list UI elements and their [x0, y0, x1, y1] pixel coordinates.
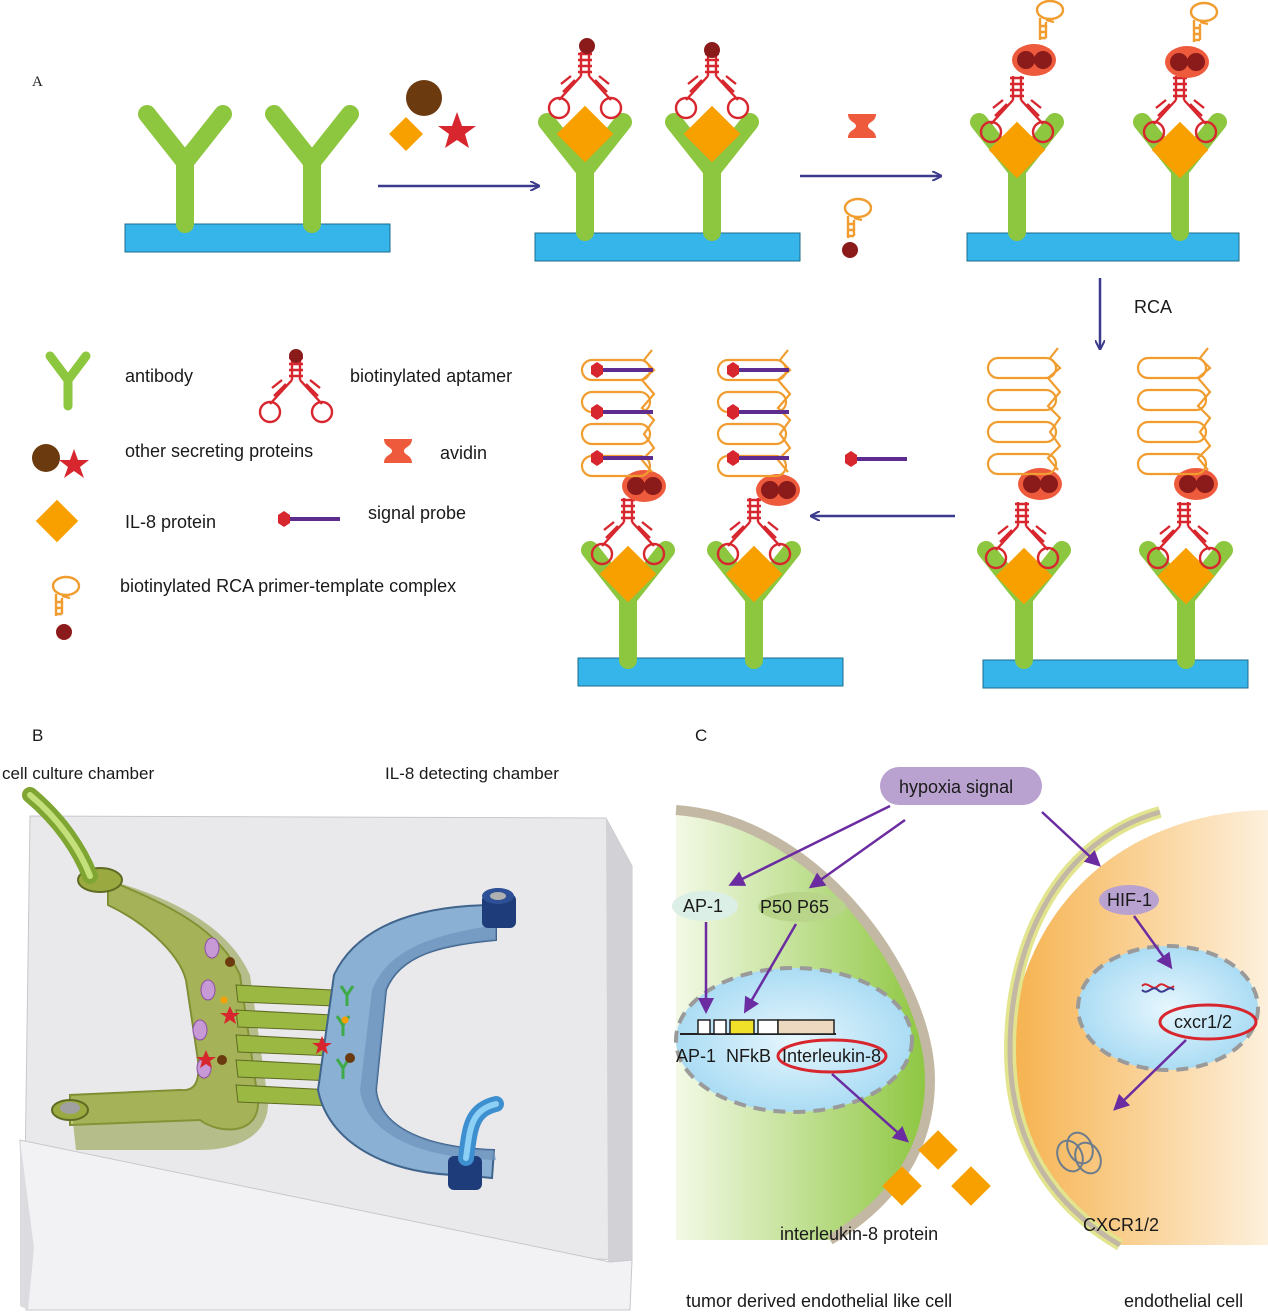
stage-2-il8-aptamer [534, 38, 801, 262]
legend-other-proteins: other secreting proteins [32, 441, 313, 478]
gene-nfkb-label: NFkB [726, 1046, 771, 1066]
il8-gene-highlight [776, 1038, 888, 1074]
legend-signal-probe: signal probe [276, 503, 466, 529]
legend-rca-complex: biotinylated RCA primer-template complex [51, 575, 456, 640]
gene-segments [680, 1019, 836, 1035]
legend-aptamer: biotinylated aptamer [258, 349, 512, 424]
legend-avidin-label: avidin [440, 443, 487, 463]
ap1-factor [672, 891, 738, 921]
cxcr-receptor-label: CXCR1/2 [1083, 1215, 1159, 1235]
substrate [577, 657, 844, 687]
substrate [966, 232, 1240, 262]
hypoxia-box [880, 767, 1042, 805]
endothelial-cell: cxcr1/2 [1003, 806, 1268, 1251]
panel-b-label: B [32, 726, 43, 745]
micro-channels [235, 984, 335, 1107]
substrate [124, 223, 391, 253]
star-protein [438, 112, 476, 148]
hypoxia-label: hypoxia signal [899, 777, 1013, 797]
stage-4-rca-product [983, 346, 1249, 689]
hif1-label: HIF-1 [1107, 890, 1152, 910]
culture-chamber-label: cell culture chamber [2, 764, 154, 783]
avidin-glyph [848, 114, 876, 138]
substrate [534, 232, 801, 262]
gene-ap1-label: AP-1 [676, 1046, 716, 1066]
hif1-factor [1099, 885, 1159, 915]
legend-aptamer-label: biotinylated aptamer [350, 366, 512, 386]
legend-avidin: avidin [384, 439, 487, 463]
antibody [147, 114, 223, 224]
signal-probe-free [843, 449, 909, 469]
panel-a-label: A [32, 74, 43, 90]
p50p65-factor [758, 892, 846, 922]
tumor-cell-label: tumor derived endothelial like cell [686, 1291, 952, 1311]
legend-il8: IL-8 protein [35, 499, 216, 543]
legend-rca-complex-label: biotinylated RCA primer-template complex [120, 576, 456, 596]
cxcr-gene-highlight [1158, 1003, 1258, 1041]
legend-antibody-label: antibody [125, 366, 193, 386]
gene-il8-label: Interleukin-8 [782, 1046, 881, 1066]
legend-antibody: antibody [45, 351, 193, 411]
legend-il8-label: IL-8 protein [125, 512, 216, 532]
tumor-derived-cell: AP-1 NFkB Interleukin-8 [674, 805, 936, 1245]
detect-chamber-label: IL-8 detecting chamber [385, 764, 559, 783]
il8-protein-label: interleukin-8 protein [780, 1224, 938, 1244]
cxcr-receptor [1056, 1131, 1102, 1175]
stage-5-probe-hybridized [577, 348, 844, 687]
antibodies-in-chamber [335, 985, 355, 1079]
ap1-label: AP-1 [683, 896, 723, 916]
cells-in-chamber [192, 937, 220, 1079]
rca-complex-glyph [843, 197, 873, 240]
stage-3-avidin-rca [966, 0, 1240, 262]
endo-cell-label: endothelial cell [1124, 1291, 1243, 1311]
tumor-nucleus [674, 966, 914, 1114]
secreted-proteins-cluster [389, 80, 476, 151]
cxcr-gene-label: cxcr1/2 [1174, 1012, 1232, 1032]
legend-other-proteins-label: other secreting proteins [125, 441, 313, 461]
antibody [274, 114, 350, 224]
signal-arrows [698, 804, 1187, 1143]
panel-c-label: C [695, 726, 707, 745]
p50p65-label: P50 P65 [760, 897, 829, 917]
stage-1-antibody-surface [124, 114, 391, 253]
microfluidic-chip [19, 787, 633, 1311]
legend-signal-probe-label: signal probe [368, 503, 466, 523]
legend: antibody biotinylated aptamer other secr… [32, 349, 512, 640]
rca-label: RCA [1134, 297, 1172, 317]
